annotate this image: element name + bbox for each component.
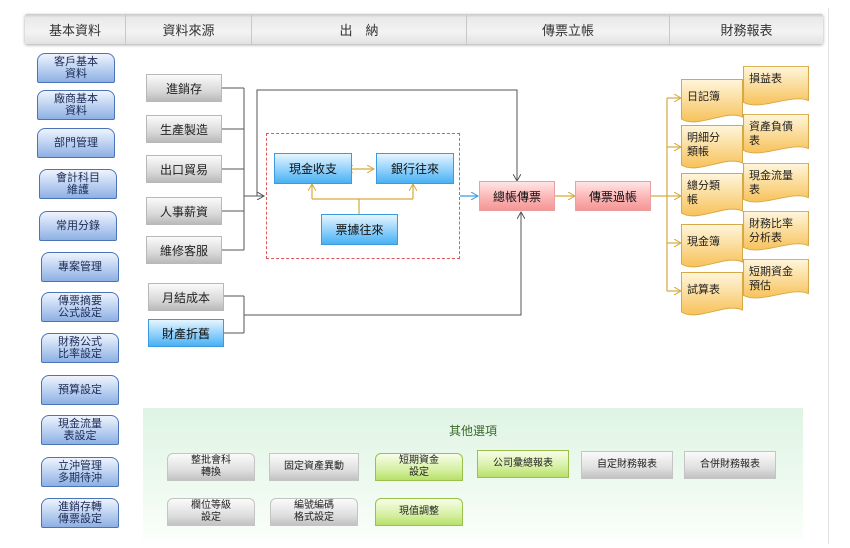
tab-basic-data[interactable]: 基本資料 (25, 14, 126, 44)
sidebar-item-voucher-summary-formula[interactable]: 傳票摘要 公式設定 (41, 292, 119, 322)
source-manufacturing[interactable]: 生產製造 (146, 115, 222, 143)
tab-financial-reports[interactable]: 財務報表 (720, 23, 773, 39)
ledger-cashbook[interactable]: 現金簿 (681, 224, 743, 268)
numbering-format-setup-button[interactable]: 編號編碼 格式設定 (270, 498, 358, 526)
fixed-asset-change-button[interactable]: 固定資產異動 (269, 453, 359, 481)
sidebar-item-vendor-data[interactable]: 廠商基本 資料 (37, 90, 115, 120)
document-icon (681, 125, 743, 169)
present-value-adjust-button[interactable]: 現值調整 (375, 498, 463, 526)
sidebar-item-common-entries[interactable]: 常用分錄 (39, 211, 117, 241)
ledger-subsidiary[interactable]: 明細分 類帳 (681, 125, 743, 169)
tab-voucher-entry[interactable]: 傳票立帳 (467, 14, 670, 44)
source-payroll[interactable]: 人事薪資 (146, 197, 222, 225)
company-consolidated-report-button[interactable]: 公司彙總報表 (477, 450, 569, 478)
report-balance-sheet[interactable]: 資產負債 表 (743, 114, 809, 154)
batch-account-convert-button[interactable]: 整批會科 轉換 (167, 453, 255, 481)
top-nav-bar: 基本資料 資料來源 出 納 傳票立帳 財務報表 (25, 14, 823, 44)
report-short-term-fund[interactable]: 短期資金 預估 (743, 259, 809, 299)
ledger-label: 明細分 類帳 (687, 131, 720, 158)
custom-financial-report-button[interactable]: 自定財務報表 (581, 451, 673, 479)
right-divider (828, 8, 829, 544)
ledger-general[interactable]: 總分類 帳 (681, 173, 743, 217)
sidebar-item-customer-data[interactable]: 客戶基本 資料 (37, 53, 115, 83)
report-label: 短期資金 預估 (749, 265, 793, 292)
tab-cashier[interactable]: 出 納 (252, 14, 467, 44)
document-icon (681, 224, 743, 268)
report-label: 現金流量 表 (749, 169, 793, 196)
sidebar-item-department[interactable]: 部門管理 (37, 128, 115, 158)
sidebar-item-cashflow-setup[interactable]: 現金流量 表設定 (41, 415, 119, 445)
sidebar-item-inventory-voucher-setup[interactable]: 進銷存轉 傳票設定 (41, 498, 119, 528)
document-icon (743, 211, 809, 251)
document-icon (681, 79, 743, 123)
document-icon (681, 272, 743, 316)
cash-receipts-button[interactable]: 現金收支 (274, 153, 352, 184)
document-icon (681, 173, 743, 217)
report-label: 財務比率 分析表 (749, 217, 793, 244)
sidebar-item-account-subjects[interactable]: 會計科目 維護 (39, 169, 117, 199)
report-label: 資產負債 表 (749, 120, 793, 147)
ledger-label: 總分類 帳 (687, 179, 720, 206)
sidebar-item-financial-ratio-formula[interactable]: 財務公式 比率設定 (41, 333, 119, 363)
document-icon (743, 114, 809, 154)
ledger-label: 日記簿 (687, 90, 720, 103)
report-label: 損益表 (749, 72, 782, 85)
merged-financial-report-button[interactable]: 合併財務報表 (684, 451, 776, 479)
source-export-trade[interactable]: 出口貿易 (146, 155, 222, 183)
source-asset-depreciation[interactable]: 財產折舊 (148, 319, 224, 347)
voucher-posting-button[interactable]: 傳票過帳 (575, 181, 651, 211)
sidebar-item-budget[interactable]: 預算設定 (41, 375, 119, 405)
notes-transactions-button[interactable]: 票據往來 (321, 214, 398, 245)
general-voucher-button[interactable]: 總帳傳票 (479, 181, 555, 211)
source-monthly-cost[interactable]: 月結成本 (148, 283, 224, 311)
document-icon (743, 259, 809, 299)
source-maintenance[interactable]: 維修客服 (146, 236, 222, 264)
other-options-title: 其他選項 (448, 424, 497, 438)
sidebar-item-offset-management[interactable]: 立沖管理 多期待沖 (41, 457, 119, 487)
short-term-fund-setup-button[interactable]: 短期資金 設定 (375, 453, 463, 481)
ledger-label: 現金簿 (687, 235, 720, 248)
report-financial-ratio[interactable]: 財務比率 分析表 (743, 211, 809, 251)
ledger-label: 試算表 (687, 283, 720, 296)
document-icon (743, 163, 809, 203)
source-inventory[interactable]: 進銷存 (146, 74, 222, 102)
report-income-statement[interactable]: 損益表 (743, 66, 809, 106)
bank-transactions-button[interactable]: 銀行往來 (376, 153, 454, 184)
document-icon (743, 66, 809, 106)
cashier-group (266, 133, 460, 259)
ledger-trial-balance[interactable]: 試算表 (681, 272, 743, 316)
report-cashflow[interactable]: 現金流量 表 (743, 163, 809, 203)
ledger-journal[interactable]: 日記簿 (681, 79, 743, 123)
sidebar-item-project[interactable]: 專案管理 (41, 252, 119, 282)
tab-data-source[interactable]: 資料來源 (126, 14, 252, 44)
field-level-setup-button[interactable]: 欄位等級 設定 (167, 498, 255, 526)
